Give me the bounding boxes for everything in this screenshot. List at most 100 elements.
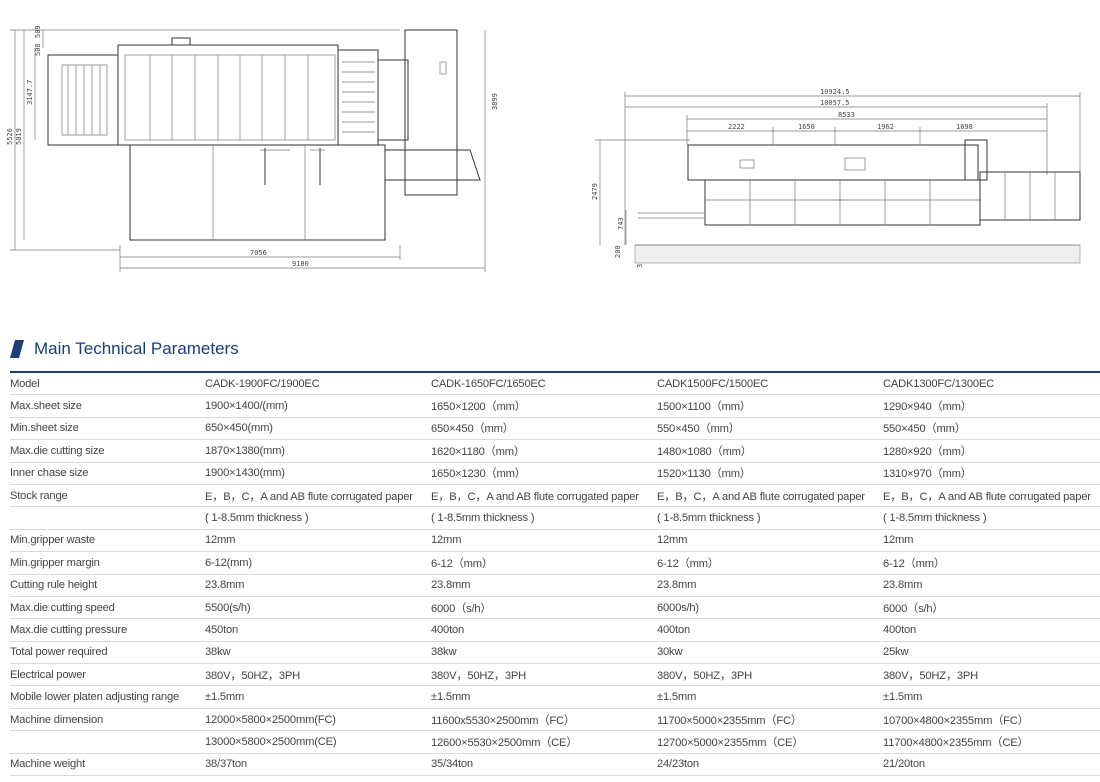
- table-cell: 12mm: [205, 529, 431, 553]
- dim-width-1698: 1698: [956, 123, 973, 131]
- dim-height-743: 743: [617, 217, 625, 230]
- table-cell: 650×450（mm）: [431, 417, 657, 441]
- table-cell: Machine dimension: [10, 708, 205, 732]
- table-cell: 380V，50HZ，3PH: [883, 663, 1100, 687]
- table-cell: 13000×5800×2500mm(CE): [205, 730, 431, 754]
- table-cell: 38/37ton: [205, 753, 431, 777]
- table-cell: 650×450(mm): [205, 417, 431, 441]
- table-cell: CADK1500FC/1500EC: [657, 371, 883, 396]
- table-cell: 6-12（mm）: [431, 551, 657, 575]
- table-cell: Max.sheet size: [10, 394, 205, 418]
- table-row: 13000×5800×2500mm(CE)12600×5530×2500mm（C…: [10, 730, 1100, 754]
- table-cell: Total power required: [10, 641, 205, 665]
- table-cell: 12mm: [883, 529, 1100, 553]
- table-cell: 400ton: [657, 618, 883, 642]
- table-cell: CADK1300FC/1300EC: [883, 371, 1100, 396]
- table-cell: 30kw: [657, 641, 883, 665]
- table-cell: 1520×1130（mm）: [657, 462, 883, 485]
- table-cell: ±1.5mm: [657, 685, 883, 709]
- dim-width-7056: 7056: [250, 249, 267, 257]
- table-cell: 380V，50HZ，3PH: [205, 663, 431, 687]
- table-cell: Min.gripper waste: [10, 529, 205, 553]
- table-cell: 550×450（mm）: [883, 417, 1100, 441]
- table-cell: CADK-1650FC/1650EC: [431, 371, 657, 396]
- dim-width-2222: 2222: [728, 123, 745, 131]
- table-cell: E，B，C，A and AB flute corrugated paper: [431, 484, 657, 508]
- slash-marker-icon: [10, 340, 24, 358]
- table-cell: ( 1-8.5mm thickness ): [883, 506, 1100, 530]
- table-cell: Min.gripper margin: [10, 551, 205, 575]
- table-header-row: Model CADK-1900FC/1900EC CADK-1650FC/165…: [10, 371, 1100, 396]
- section-title: Main Technical Parameters: [10, 337, 239, 361]
- table-cell: ( 1-8.5mm thickness ): [657, 506, 883, 530]
- dim-width-8533: 8533: [838, 111, 855, 119]
- table-cell: 10700×4800×2355mm（FC）: [883, 708, 1100, 732]
- table-cell: 38kw: [205, 641, 431, 665]
- dim-height-509: 509: [34, 25, 42, 38]
- table-cell: 1290×940（mm）: [883, 394, 1100, 418]
- dim-height-508: 508: [34, 43, 42, 56]
- table-row: Mobile lower platen adjusting range ±1.5m…: [10, 685, 1100, 709]
- table-cell: 1870×1380(mm): [205, 439, 431, 463]
- table-cell: ( 1-8.5mm thickness ): [431, 506, 657, 530]
- table-cell: 25kw: [883, 641, 1100, 665]
- dim-height-5019: 5019: [15, 128, 23, 145]
- table-cell: ( 1-8.5mm thickness ): [205, 506, 431, 530]
- table-cell: Mobile lower platen adjusting range: [10, 685, 205, 709]
- dim-width-10057: 10057.5: [820, 99, 850, 107]
- table-cell: 21/20ton: [883, 753, 1100, 777]
- table-cell: CADK-1900FC/1900EC: [205, 371, 431, 396]
- table-cell: 1900×1430(mm): [205, 462, 431, 485]
- dim-height-3899: 3899: [491, 93, 499, 110]
- technical-parameters-table: Model CADK-1900FC/1900EC CADK-1650FC/165…: [10, 371, 1100, 777]
- table-row: ( 1-8.5mm thickness )( 1-8.5mm thickness…: [10, 506, 1100, 530]
- table-cell: 12000×5800×2500mm(FC): [205, 708, 431, 732]
- table-cell: 23.8mm: [657, 574, 883, 597]
- side-view-drawing: 10924.5 10057.5 8533 2222 1650 1962 1698…: [591, 88, 1081, 268]
- table-cell: 23.8mm: [431, 574, 657, 597]
- table-cell: 6-12（mm）: [883, 551, 1100, 575]
- table-cell: 24/23ton: [657, 753, 883, 777]
- table-cell: 11700×4800×2355mm（CE）: [883, 730, 1100, 754]
- table-cell: ±1.5mm: [883, 685, 1100, 709]
- table-cell: Inner chase size: [10, 462, 205, 485]
- dim-width-9180: 9180: [292, 260, 309, 268]
- table-cell: 400ton: [431, 618, 657, 642]
- table-cell: E，B，C，A and AB flute corrugated paper: [205, 484, 431, 508]
- table-cell: 6000（s/h）: [883, 596, 1100, 620]
- table-cell: 12700×5000×2355mm（CE）: [657, 730, 883, 754]
- table-cell: 400ton: [883, 618, 1100, 642]
- dim-width-1962: 1962: [877, 123, 894, 131]
- table-cell: 12mm: [657, 529, 883, 553]
- table-cell: 1310×970（mm）: [883, 462, 1100, 485]
- table-cell: 550×450（mm）: [657, 417, 883, 441]
- table-cell: E，B，C，A and AB flute corrugated paper: [657, 484, 883, 508]
- table-cell: Stock range: [10, 484, 205, 508]
- table-cell: 23.8mm: [883, 574, 1100, 597]
- table-cell: 1900×1400/(mm): [205, 394, 431, 418]
- table-cell: 11700×5000×2355mm（FC）: [657, 708, 883, 732]
- table-cell: [10, 730, 205, 754]
- top-view-drawing: 5526 5019 3147.7 508 509: [6, 25, 499, 272]
- table-cell: 6000s/h): [657, 596, 883, 620]
- table-cell: 5500(s/h): [205, 596, 431, 620]
- table-cell: ±1.5mm: [431, 685, 657, 709]
- table-cell: 38kw: [431, 641, 657, 665]
- table-cell: E，B，C，A and AB flute corrugated paper: [883, 484, 1100, 508]
- table-cell: 380V，50HZ，3PH: [431, 663, 657, 687]
- dim-height-5526: 5526: [6, 128, 14, 145]
- table-cell: 6-12(mm): [205, 551, 431, 575]
